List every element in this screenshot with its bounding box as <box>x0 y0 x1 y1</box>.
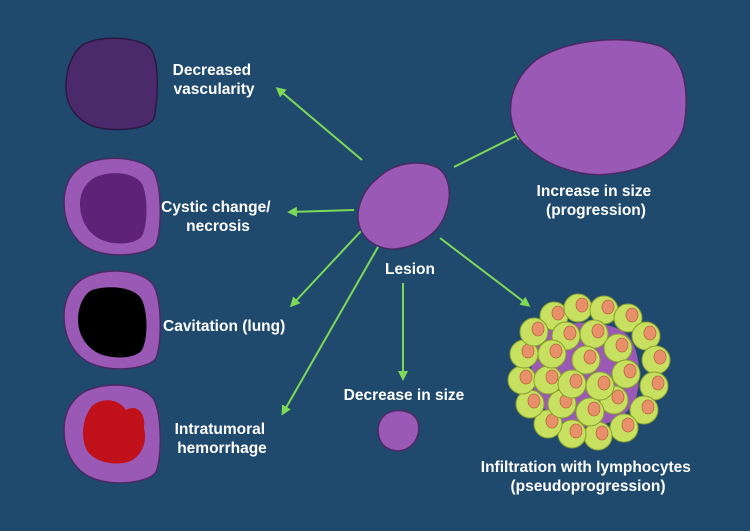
lymphocyte-nucleus <box>595 425 609 441</box>
lymphocyte-nucleus <box>597 375 611 391</box>
small-lesion <box>377 409 420 452</box>
lymphocyte-nucleus <box>545 369 559 385</box>
arrow-to-hemorrhage <box>281 246 379 416</box>
svg-text:Cystic change/ necrosis: Cystic change/ necrosis <box>161 199 275 235</box>
lymphocyte-nucleus <box>587 401 601 417</box>
label-infiltration-line1: Infiltration with lymphocytes <box>481 459 691 476</box>
central-lesion <box>357 162 451 250</box>
label-infiltration-line2: (pseudoprogression) <box>510 478 665 495</box>
label-decreased-vascularity-line2: vascularity <box>174 81 255 98</box>
lymphocyte-nucleus <box>643 325 657 341</box>
lymphocyte-nucleus <box>623 363 637 379</box>
lymphocyte-nucleus <box>651 375 665 391</box>
svg-text:Infiltration with lymphocytes: Infiltration with lymphocytes (pseudopro… <box>481 459 695 495</box>
arrow-to-infiltration <box>439 237 531 307</box>
label-hemorrhage-line2: hemorrhage <box>177 440 267 457</box>
decreased-vascularity-lesion <box>65 37 159 131</box>
lymphocyte-nucleus <box>563 325 577 341</box>
necrotic-core <box>80 173 147 244</box>
label-cystic-change-line1: Cystic change/ <box>161 199 271 216</box>
lymphocyte-nucleus <box>575 297 589 313</box>
lymphocyte-nucleus <box>625 307 639 323</box>
label-lesion: Lesion <box>385 261 435 278</box>
lymphocyte-nucleus <box>611 389 625 405</box>
large-lesion <box>509 39 687 176</box>
svg-text:Decreased vascularity: Decreased vascularity <box>173 62 256 98</box>
svg-text:Increase in size (progress: Increase in size (progression) <box>537 183 656 219</box>
label-increase-size-line2: (progression) <box>546 202 646 219</box>
lymphocyte-nucleus <box>569 423 583 439</box>
arrow-to-increase-size <box>453 131 525 168</box>
arrow-to-cavitation <box>289 229 363 308</box>
lymphocyte-nucleus <box>527 393 541 409</box>
lymphocyte-nucleus <box>519 369 533 385</box>
lymphocyte-nucleus <box>551 305 565 321</box>
lymphocyte-nucleus <box>569 373 583 389</box>
label-decreased-vascularity-line1: Decreased <box>173 62 251 79</box>
lymphocyte-nucleus <box>653 349 667 365</box>
hemorrhage-core <box>83 400 146 464</box>
lymphocyte-nucleus <box>601 299 615 315</box>
lymphocyte-nucleus <box>583 349 597 365</box>
lymphocyte-nucleus <box>621 417 635 433</box>
lymphocyte-nucleus <box>615 337 629 353</box>
arrow-to-decreased-vascularity <box>275 87 363 161</box>
label-cystic-change-line2: necrosis <box>186 218 250 235</box>
lymphocyte-nucleus <box>531 321 545 337</box>
arrow-to-cystic-change <box>287 206 355 217</box>
label-hemorrhage-line1: Intratumoral <box>175 421 265 438</box>
lymphocyte-nucleus <box>641 399 655 415</box>
label-decrease-size: Decrease in size <box>344 387 465 404</box>
cavity-core <box>78 287 147 358</box>
lymphocyte-nucleus <box>591 323 605 339</box>
lymphocyte-infiltration-cluster <box>507 293 671 451</box>
svg-text:Intratumoral hemorrhage: Intratumoral hemorrhage <box>175 421 270 457</box>
label-cavitation: Cavitation (lung) <box>163 318 285 335</box>
lymphocyte-nucleus <box>549 343 563 359</box>
label-increase-size-line1: Increase in size <box>537 183 652 200</box>
